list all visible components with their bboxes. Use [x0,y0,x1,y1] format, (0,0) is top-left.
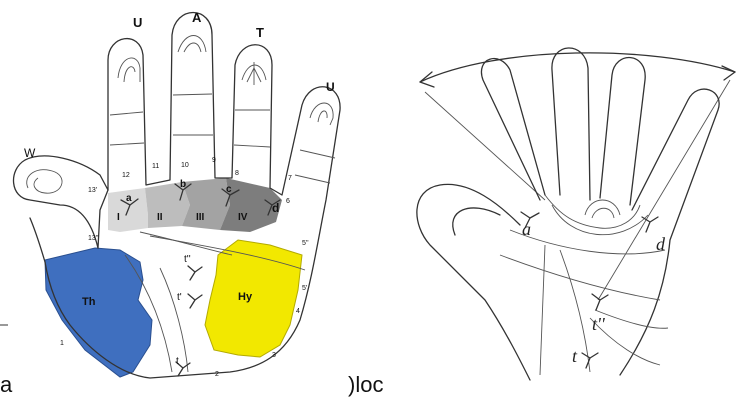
thenar-label: Th [82,296,96,308]
svg-text:2: 2 [215,371,219,378]
index-finger-label: U [133,15,142,30]
left-hand: U A T U W a b c d t'' t' t I II III IV T… [0,10,340,378]
svg-text:5': 5' [302,285,307,292]
interdigital-II-label: II [157,212,163,223]
hypothenar-area [205,240,302,357]
ring-tented-arch-pattern [242,62,266,85]
thumb-label: W [24,146,36,160]
svg-text:8: 8 [235,170,239,177]
little-finger-label: U [326,80,335,94]
ring-finger-label: T [256,25,264,40]
interdigital-I-label: I [117,212,120,223]
bottom-text-right: )loc [348,372,383,398]
interdigital-IV-label: IV [238,212,248,223]
right-triradius-t-label: t [572,346,578,366]
thumb-inner-outline [30,218,45,262]
little-loop-pattern [310,103,333,125]
measure-arc [420,53,735,82]
svg-text:11: 11 [152,163,159,170]
triradius-t-prime-label: t' [177,292,182,303]
right-thumb [453,208,500,235]
right-hand: a d t'' t [417,48,735,380]
triradius-t-label: t [176,356,179,367]
svg-text:4: 4 [296,308,300,315]
bottom-text-left: a [0,372,12,398]
svg-text:10: 10 [181,162,189,169]
svg-text:12: 12 [122,172,130,179]
svg-text:7: 7 [288,175,292,182]
interdigital-III-label: III [196,212,205,223]
triradius-b-label: b [180,179,186,190]
triradius-d-label: d [272,201,279,215]
right-hand-outline [417,48,719,380]
radial-line-left [425,92,545,200]
svg-text:5'': 5'' [302,240,309,247]
triradius-a-label: a [126,193,132,204]
triradius-c-label: c [226,184,232,195]
svg-text:3: 3 [272,352,276,359]
middle-finger-label: A [192,10,202,25]
index-loop-pattern [118,58,140,82]
svg-text:13'': 13'' [88,235,98,242]
svg-text:13': 13' [88,187,97,194]
right-triradius-t-double-label: t'' [592,314,606,334]
svg-text:1: 1 [60,340,64,347]
right-triradius-a-label: a [522,219,531,239]
triradius-t-double-label: t'' [184,254,191,265]
thumb-whorl-pattern [27,170,62,193]
radial-line-right [598,80,730,300]
thenar-area [45,248,152,377]
hypothenar-label: Hy [238,291,253,303]
middle-arch-pattern [178,36,206,53]
right-triradius-d-label: d [656,234,666,254]
interdigital-loops [545,195,648,235]
right-palmar-lines [500,230,668,375]
thumb-web [98,190,108,248]
svg-text:9: 9 [212,157,216,164]
svg-text:6: 6 [286,198,290,205]
